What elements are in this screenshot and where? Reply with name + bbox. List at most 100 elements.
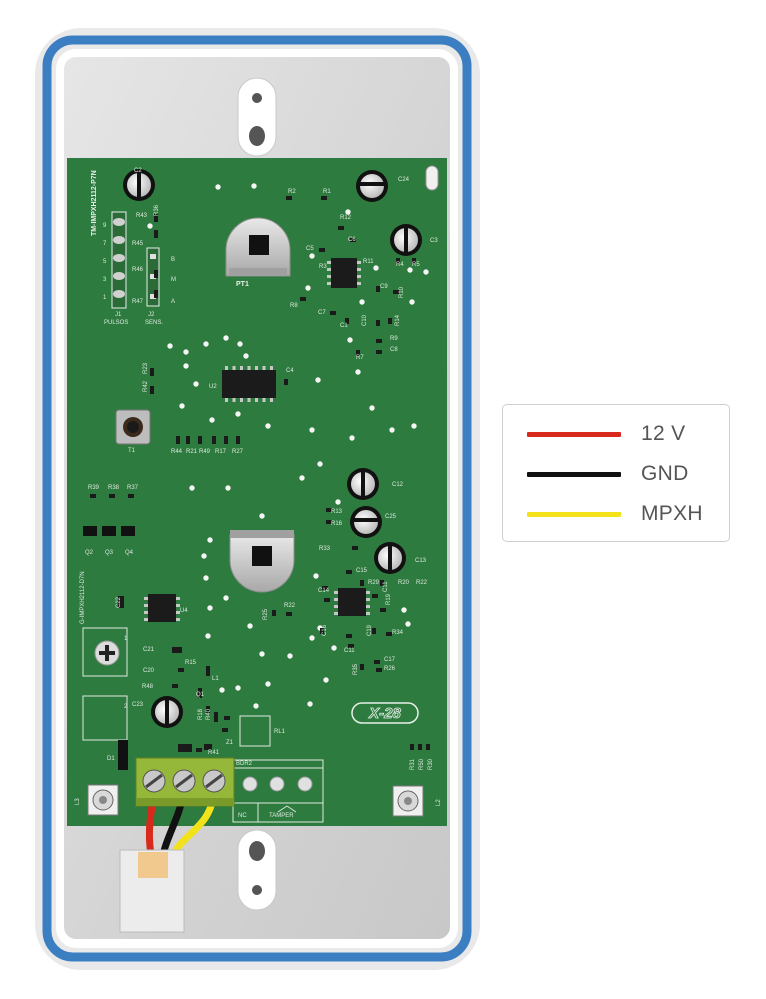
silkscreen-label: C3 <box>430 238 438 244</box>
smd-component <box>376 668 382 672</box>
silkscreen-label: R15 <box>185 660 197 666</box>
silkscreen-label: R37 <box>127 485 139 491</box>
silkscreen-label: C4 <box>286 368 294 374</box>
via <box>183 363 189 369</box>
via <box>193 381 199 387</box>
via <box>205 633 211 639</box>
silkscreen-label: R40 <box>206 708 212 720</box>
smd-component <box>346 570 352 574</box>
silkscreen-label: R20 <box>398 580 410 586</box>
header-j1-pulsos <box>111 211 127 309</box>
via <box>407 267 413 273</box>
silkscreen-label: U2 <box>209 384 217 390</box>
smd-component <box>350 238 356 242</box>
smd-component <box>352 546 358 550</box>
silkscreen-label: Z1 <box>226 740 234 746</box>
smd-component <box>326 508 332 512</box>
smd-component <box>396 258 400 264</box>
smd-component <box>90 494 96 498</box>
silkscreen-label: R23 <box>143 362 149 374</box>
smd-component <box>212 436 216 444</box>
smd-component <box>393 290 399 294</box>
smd-component <box>150 368 154 376</box>
via <box>235 685 241 691</box>
smd-component <box>154 290 158 298</box>
smd-component <box>356 350 360 356</box>
silkscreen-label: 2 <box>124 704 128 710</box>
silkscreen-label: 1 <box>103 295 107 301</box>
pcb-vias <box>147 183 429 709</box>
via <box>147 223 153 229</box>
via <box>349 435 355 441</box>
via <box>287 653 293 659</box>
via <box>315 377 321 383</box>
via <box>253 703 259 709</box>
legend-label-gnd: GND <box>641 462 689 485</box>
smd-component <box>198 436 202 444</box>
silkscreen-label: U4 <box>180 608 188 614</box>
smd-component <box>222 728 228 732</box>
silkscreen-label: R26 <box>384 666 396 672</box>
capacitor-c2 <box>123 169 155 201</box>
via <box>309 427 315 433</box>
terminal-block <box>135 757 235 807</box>
ic-top-right <box>327 258 361 288</box>
smd-component <box>346 634 352 638</box>
via <box>237 341 243 347</box>
smd-component <box>196 748 202 752</box>
silkscreen-label: R48 <box>142 684 154 690</box>
housing-border <box>42 35 472 962</box>
silkscreen-label: R33 <box>319 546 331 552</box>
silkscreen-label: G-IMPXH2112-D7N <box>80 571 86 624</box>
silkscreen-label: TM-IMPXH2112-P7N <box>91 170 98 236</box>
via <box>313 573 319 579</box>
silkscreen-label: T1 <box>128 448 136 454</box>
silkscreen-label: R47 <box>132 299 144 305</box>
legend-label-mpxh: MPXH <box>641 502 703 525</box>
via <box>345 209 351 215</box>
silkscreen-label: C17 <box>384 657 396 663</box>
smd-component <box>320 628 324 634</box>
smd-component <box>204 744 212 750</box>
x28-logo: X-28 <box>351 702 419 724</box>
silkscreen-label: Q3 <box>105 550 114 556</box>
smd-component <box>360 580 364 586</box>
smd-component <box>224 716 230 720</box>
silkscreen-label: M <box>171 277 176 283</box>
silk-outline-1 <box>82 627 128 677</box>
via <box>323 677 329 683</box>
smd-component <box>324 598 330 602</box>
via <box>373 265 379 271</box>
smd-component <box>426 744 430 750</box>
smd-component <box>236 436 240 444</box>
silkscreen-label: R22 <box>416 580 428 586</box>
silkscreen-label: R36 <box>154 204 160 216</box>
via <box>203 341 209 347</box>
ic-u2 <box>222 366 276 402</box>
ic-pin <box>240 366 243 370</box>
via <box>247 623 253 629</box>
ic-pin <box>247 366 251 370</box>
silkscreen-label: C22 <box>116 596 122 608</box>
diode-d1 <box>118 740 128 770</box>
smd-component <box>322 586 328 590</box>
smd-component <box>338 226 344 230</box>
capacitor-c24 <box>356 170 388 202</box>
via <box>183 349 189 355</box>
via <box>243 353 249 359</box>
smd-component <box>284 379 288 385</box>
silkscreen-label: R41 <box>208 750 220 756</box>
legend-swatch-yellow <box>527 511 621 517</box>
smd-component <box>286 196 292 200</box>
silkscreen-label: R35 <box>353 663 359 675</box>
silkscreen-label: R2 <box>288 189 296 195</box>
via <box>331 645 337 651</box>
silkscreen-label: 7 <box>103 241 107 247</box>
wire-connector <box>119 849 185 933</box>
via <box>359 299 365 305</box>
legend-item-gnd: GND <box>527 462 689 486</box>
smd-component <box>109 494 115 498</box>
silkscreen-label: R22 <box>284 603 296 609</box>
silkscreen-label: J2 <box>148 312 155 318</box>
smd-component <box>388 318 392 324</box>
